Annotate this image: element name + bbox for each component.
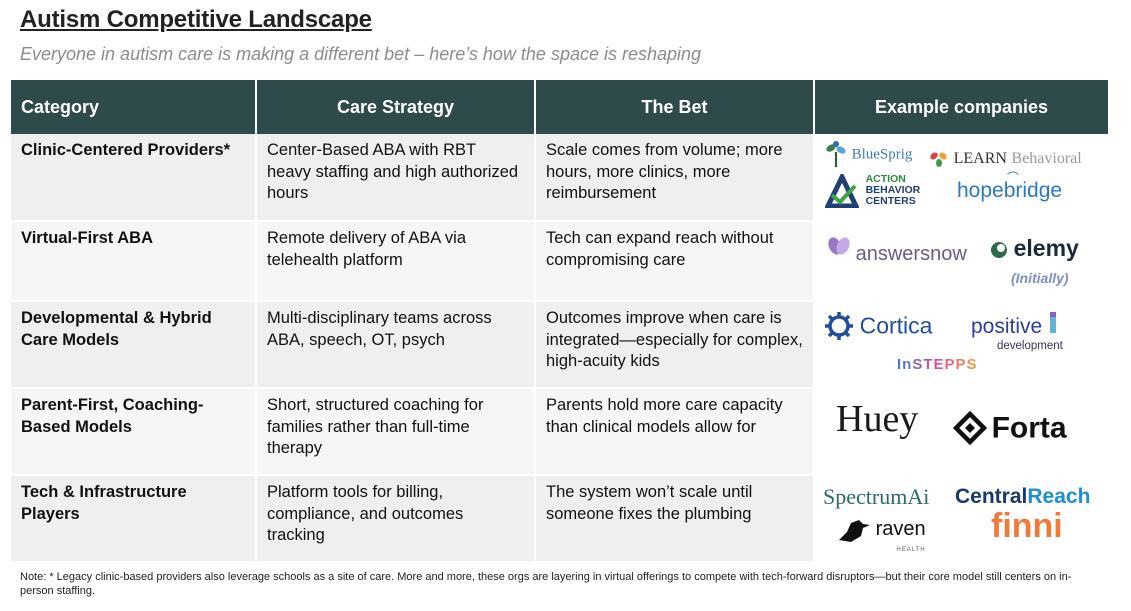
- figure-icon: [1050, 312, 1057, 333]
- row-logos: SpectrumAi CentralReach raven HEALTH fin…: [814, 475, 1109, 563]
- cortica-logo: Cortica: [823, 310, 932, 342]
- row-bet: Outcomes improve when care is integrated…: [535, 301, 815, 389]
- header-category: Category: [11, 80, 257, 134]
- table-row: Developmental & Hybrid Care Models Multi…: [11, 301, 1109, 389]
- row-logos: BlueSprig LEARN Behavioral: [814, 134, 1109, 222]
- instepps-logo: InSTEPPS: [897, 356, 978, 373]
- row-logos: answersnow elemy (Initially): [814, 221, 1109, 302]
- centralreach-logo: CentralReach: [955, 485, 1091, 508]
- row-logos: Huey Forta: [814, 388, 1109, 476]
- row-category: Clinic-Centered Providers*: [11, 134, 257, 222]
- row-category: Tech & Infrastructure Players: [11, 475, 257, 563]
- table-row: Virtual-First ABA Remote delivery of ABA…: [11, 221, 1109, 302]
- table-row: Clinic-Centered Providers* Center-Based …: [11, 134, 1109, 222]
- row-category: Parent-First, Coaching-Based Models: [11, 388, 257, 476]
- table-row: Parent-First, Coaching-Based Models Shor…: [11, 388, 1109, 476]
- row-bet: The system won’t scale until someone fix…: [535, 475, 815, 563]
- cortica-mark-icon: [825, 312, 853, 340]
- page-subtitle: Everyone in autism care is making a diff…: [20, 44, 702, 64]
- sprout-icon: [826, 141, 846, 167]
- spectrumai-logo: SpectrumAi: [823, 484, 930, 509]
- header-care-strategy: Care Strategy: [256, 80, 536, 134]
- hopebridge-logo: hopebridge ⌒: [957, 171, 1062, 202]
- raven-bird-icon: [839, 520, 870, 542]
- abc-mark-icon: [824, 171, 860, 209]
- forta-logo: Forta: [952, 410, 1067, 446]
- row-bet: Tech can expand reach without compromisi…: [535, 221, 815, 302]
- row-strategy: Center-Based ABA with RBT heavy staffing…: [256, 134, 536, 222]
- row-strategy: Remote delivery of ABA via telehealth pl…: [256, 221, 536, 302]
- learn-behavioral-logo: LEARN Behavioral: [929, 148, 1082, 170]
- elemy-mark-icon: [991, 242, 1007, 258]
- action-behavior-centers-logo: ACTION BEHAVIOR CENTERS: [824, 171, 920, 209]
- row-bet: Scale comes from volume; more hours, mor…: [535, 134, 815, 222]
- finni-logo: finni: [991, 507, 1063, 545]
- positive-development-sub: development: [997, 340, 1063, 352]
- table-header-row: Category Care Strategy The Bet Example c…: [11, 80, 1108, 134]
- elemy-logo: elemy: [989, 237, 1079, 265]
- flower-icon: [828, 237, 850, 255]
- raven-health-logo: raven HEALTH: [837, 518, 926, 562]
- header-the-bet: The Bet: [535, 80, 815, 134]
- row-bet: Parents hold more care capacity than cli…: [535, 388, 815, 476]
- bluesprig-logo: BlueSprig: [825, 140, 912, 168]
- landscape-table: Category Care Strategy The Bet Example c…: [11, 80, 1109, 563]
- positive-development-logo: positive: [971, 312, 1057, 338]
- row-logos: Cortica positive development InSTEPPS: [814, 301, 1109, 389]
- forta-diamond-icon: [952, 410, 988, 446]
- leaf-cluster-icon: [930, 152, 947, 167]
- page-title: Autism Competitive Landscape: [20, 6, 372, 33]
- huey-logo: Huey: [836, 398, 919, 440]
- row-strategy: Short, structured coaching for families …: [256, 388, 536, 476]
- footnote: Note: * Legacy clinic-based providers al…: [20, 571, 1072, 597]
- row-category: Developmental & Hybrid Care Models: [11, 301, 257, 389]
- elemy-note: (Initially): [1011, 270, 1069, 286]
- bridge-arc-icon: ⌒: [1007, 171, 1020, 185]
- row-strategy: Multi-disciplinary teams across ABA, spe…: [256, 301, 536, 389]
- header-example-companies: Example companies: [814, 80, 1108, 134]
- answersnow-logo: answersnow: [827, 236, 967, 265]
- row-strategy: Platform tools for billing, compliance, …: [256, 475, 536, 563]
- row-category: Virtual-First ABA: [11, 221, 257, 302]
- table-row: Tech & Infrastructure Players Platform t…: [11, 475, 1109, 563]
